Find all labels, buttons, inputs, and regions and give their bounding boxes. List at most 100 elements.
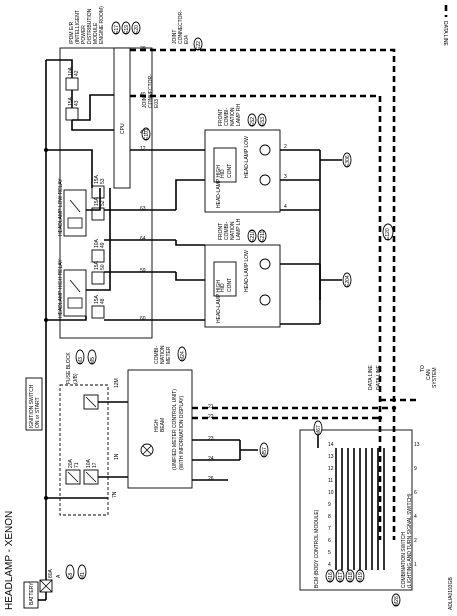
svg-text:MODULE: MODULE bbox=[93, 22, 99, 44]
svg-text:IPDM E/R: IPDM E/R bbox=[69, 21, 75, 44]
svg-text:LAMP LH: LAMP LH bbox=[236, 218, 242, 240]
svg-text:10A: 10A bbox=[86, 458, 92, 468]
svg-text:ON or START: ON or START bbox=[35, 397, 41, 428]
fusible-num: A bbox=[56, 574, 62, 578]
svg-text:E52: E52 bbox=[250, 117, 256, 126]
svg-text:DATA LINE: DATA LINE bbox=[376, 365, 382, 390]
high-beam-indicator-icon bbox=[140, 443, 154, 457]
svg-text:CAN: CAN bbox=[426, 369, 432, 380]
svg-text:71: 71 bbox=[74, 462, 80, 468]
svg-text:E306: E306 bbox=[345, 155, 351, 167]
svg-text:HEADLAMP LOW RELAY: HEADLAMP LOW RELAY bbox=[58, 178, 64, 236]
svg-text:53: 53 bbox=[100, 178, 106, 184]
svg-text:HID: HID bbox=[220, 283, 226, 292]
svg-text:1: 1 bbox=[414, 562, 417, 568]
svg-text:15A: 15A bbox=[94, 294, 100, 304]
svg-text:E20: E20 bbox=[134, 25, 140, 34]
svg-text:E17: E17 bbox=[114, 25, 120, 34]
svg-text:9: 9 bbox=[328, 502, 331, 508]
svg-text:15A: 15A bbox=[94, 174, 100, 184]
svg-text:59: 59 bbox=[140, 268, 146, 274]
svg-text:HEAD-LAMP LOW: HEAD-LAMP LOW bbox=[244, 250, 250, 292]
headlamp-high-relay bbox=[63, 269, 87, 317]
svg-text:11: 11 bbox=[328, 478, 333, 484]
svg-text:CONNECTOR-: CONNECTOR- bbox=[178, 10, 184, 44]
svg-text:5: 5 bbox=[328, 550, 331, 556]
svg-text:24: 24 bbox=[208, 456, 214, 462]
svg-text:DISTRIBUTION: DISTRIBUTION bbox=[87, 8, 93, 44]
svg-text:M17: M17 bbox=[338, 572, 344, 582]
svg-text:HEADLAMP HIGH RELAY: HEADLAMP HIGH RELAY bbox=[58, 259, 64, 318]
bcm-box bbox=[299, 429, 413, 591]
svg-text:M19: M19 bbox=[358, 572, 364, 582]
svg-text:M1: M1 bbox=[80, 572, 86, 579]
combination-meter bbox=[127, 369, 193, 489]
svg-text:E101: E101 bbox=[144, 128, 150, 140]
front-combination-lamp-lh bbox=[204, 244, 281, 328]
svg-text:1N: 1N bbox=[114, 453, 120, 460]
svg-text:64: 64 bbox=[140, 236, 146, 242]
svg-text:2: 2 bbox=[284, 144, 287, 150]
svg-text:COMBI-: COMBI- bbox=[154, 346, 160, 364]
meter-unit-label: (UNIFIED METER CONTROL UNIT) bbox=[172, 389, 178, 470]
svg-text:NATION: NATION bbox=[230, 221, 236, 240]
svg-text:IGNITION SWITCH: IGNITION SWITCH bbox=[29, 384, 35, 428]
svg-text:CONNECTOR-: CONNECTOR- bbox=[148, 74, 154, 108]
svg-text:COMBI-: COMBI- bbox=[224, 108, 230, 126]
svg-text:BCM (BODY CONTROL MODULE): BCM (BODY CONTROL MODULE) bbox=[314, 509, 320, 588]
svg-text:20A: 20A bbox=[68, 458, 74, 468]
svg-text:10A: 10A bbox=[94, 238, 100, 248]
svg-text:4: 4 bbox=[284, 204, 287, 210]
svg-text:M28: M28 bbox=[394, 596, 400, 606]
hid-control-lh bbox=[213, 261, 237, 297]
svg-text:M5: M5 bbox=[90, 357, 96, 364]
diagram-code: ADLIA0193GB bbox=[448, 577, 454, 610]
svg-text:HEAD-LAMP HIGH: HEAD-LAMP HIGH bbox=[216, 165, 222, 208]
svg-text:FRONT: FRONT bbox=[218, 223, 224, 240]
legend: DATA LINE bbox=[442, 5, 448, 46]
svg-text:3: 3 bbox=[284, 174, 287, 180]
page-title: HEADLAMP - XENON bbox=[4, 511, 15, 610]
svg-text:6: 6 bbox=[328, 538, 331, 544]
svg-text:42: 42 bbox=[74, 70, 80, 76]
svg-text:12: 12 bbox=[140, 146, 146, 152]
svg-text:E22: E22 bbox=[196, 41, 202, 50]
svg-text:60: 60 bbox=[140, 316, 146, 322]
ipdm-er-region bbox=[59, 47, 153, 339]
fusible-amp: 80A bbox=[48, 568, 54, 578]
svg-text:26: 26 bbox=[208, 476, 214, 482]
svg-text:JOINT: JOINT bbox=[172, 30, 178, 44]
svg-text:22: 22 bbox=[208, 414, 214, 420]
svg-text:7: 7 bbox=[328, 526, 331, 532]
svg-text:12: 12 bbox=[328, 466, 334, 472]
svg-text:13: 13 bbox=[414, 442, 420, 448]
svg-text:48: 48 bbox=[100, 298, 106, 304]
svg-text:CPU: CPU bbox=[120, 123, 126, 134]
svg-text:E04: E04 bbox=[184, 35, 190, 44]
svg-text:12M: 12M bbox=[114, 378, 120, 388]
fuse-block-label: FUSE BLOCK bbox=[66, 352, 72, 384]
svg-text:21: 21 bbox=[208, 404, 214, 410]
svg-text:M18: M18 bbox=[348, 572, 354, 582]
svg-text:HID: HID bbox=[220, 169, 226, 178]
svg-text:M67: M67 bbox=[316, 425, 322, 435]
svg-text:49: 49 bbox=[100, 242, 106, 248]
svg-text:HIGH: HIGH bbox=[154, 419, 160, 432]
svg-text:(LIGHTING AND TURN SIGNAL SWIT: (LIGHTING AND TURN SIGNAL SWITCH) bbox=[407, 493, 413, 588]
svg-text:ENGINE ROOM): ENGINE ROOM) bbox=[99, 6, 105, 44]
lamp-bulb-icon bbox=[259, 294, 271, 306]
battery-label: BATTERY bbox=[29, 582, 35, 605]
svg-text:8: 8 bbox=[328, 514, 331, 520]
bcm-switch-wires bbox=[335, 448, 385, 570]
svg-text:M24: M24 bbox=[180, 351, 186, 361]
svg-text:M16: M16 bbox=[328, 572, 334, 582]
svg-text:LAMP RH: LAMP RH bbox=[236, 103, 242, 126]
data-line-can-h bbox=[130, 48, 396, 540]
svg-text:DATA LINE: DATA LINE bbox=[368, 365, 374, 390]
svg-text:52: 52 bbox=[100, 200, 106, 206]
svg-text:E120: E120 bbox=[385, 228, 391, 240]
svg-text:E210: E210 bbox=[250, 230, 256, 242]
ignition-switch bbox=[25, 377, 43, 431]
svg-text:43: 43 bbox=[74, 100, 80, 106]
